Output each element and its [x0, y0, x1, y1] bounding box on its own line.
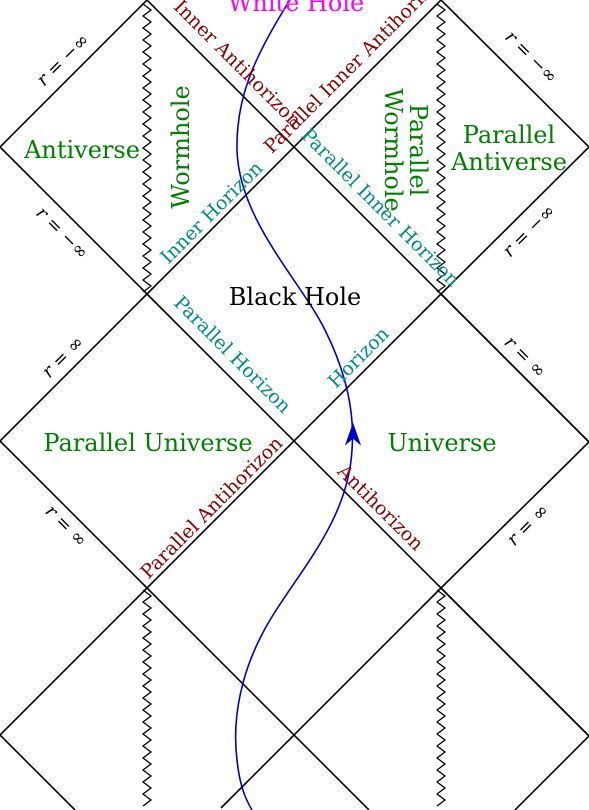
r-infinity-label: r = ∞ [41, 501, 91, 551]
wormhole-label: Wormhole [167, 85, 195, 209]
worldline-curve [234, 0, 354, 810]
grid-line [0, 440, 148, 589]
parallel-wormhole-line-1: Parallel [404, 104, 432, 196]
singularity-zigzag [141, 589, 153, 807]
grid-line [440, 441, 589, 589]
white-hole-label: White Hole [228, 0, 365, 17]
antiverse-label: Antiverse [23, 136, 140, 164]
r-infinity-label: r = ∞ [503, 500, 553, 550]
grid-line [440, 587, 589, 737]
r-minus-infinity-label: r = −∞ [33, 30, 94, 91]
singularity-zigzag [435, 3, 447, 293]
parallel-antiverse-line-2: Antiverse [450, 148, 567, 176]
grid-line [440, 293, 589, 443]
grid-line [440, 146, 589, 295]
grid-line [146, 587, 370, 810]
parallel-universe-label: Parallel Universe [43, 429, 252, 457]
grid-line [220, 587, 442, 809]
grid-line [146, 293, 442, 589]
grid-line [146, 0, 442, 295]
parallel-wormhole-label: Parallel Wormhole [379, 88, 432, 212]
black-hole-label: Black Hole [229, 283, 362, 311]
r-minus-infinity-label: r = −∞ [31, 203, 92, 264]
grid-line [0, 0, 148, 148]
r-minus-infinity-label: r = −∞ [499, 201, 560, 262]
worldline-arrow-icon [344, 422, 362, 446]
horizon-label: Horizon [324, 323, 394, 393]
grid-line [0, 734, 76, 810]
singularity-zigzag [435, 589, 447, 807]
r-infinity-label: r = ∞ [500, 332, 550, 382]
grid-line [0, 146, 148, 295]
parallel-wormhole-line-2: Wormhole [379, 88, 407, 212]
r-minus-infinity-label: r = −∞ [500, 27, 561, 88]
parallel-antiverse-line-1: Parallel [463, 121, 555, 149]
grid-line [514, 735, 589, 810]
grid-line [440, 0, 589, 148]
singularity-zigzag [141, 3, 153, 293]
grid-line [0, 587, 148, 736]
grid-line [0, 293, 148, 442]
universe-label: Universe [387, 429, 496, 457]
r-infinity-label: r = ∞ [38, 332, 88, 382]
parallel-antiverse-label: Parallel Antiverse [450, 121, 567, 176]
antihorizon-label: Antihorizon [332, 460, 428, 556]
singularity-lines [141, 3, 447, 807]
